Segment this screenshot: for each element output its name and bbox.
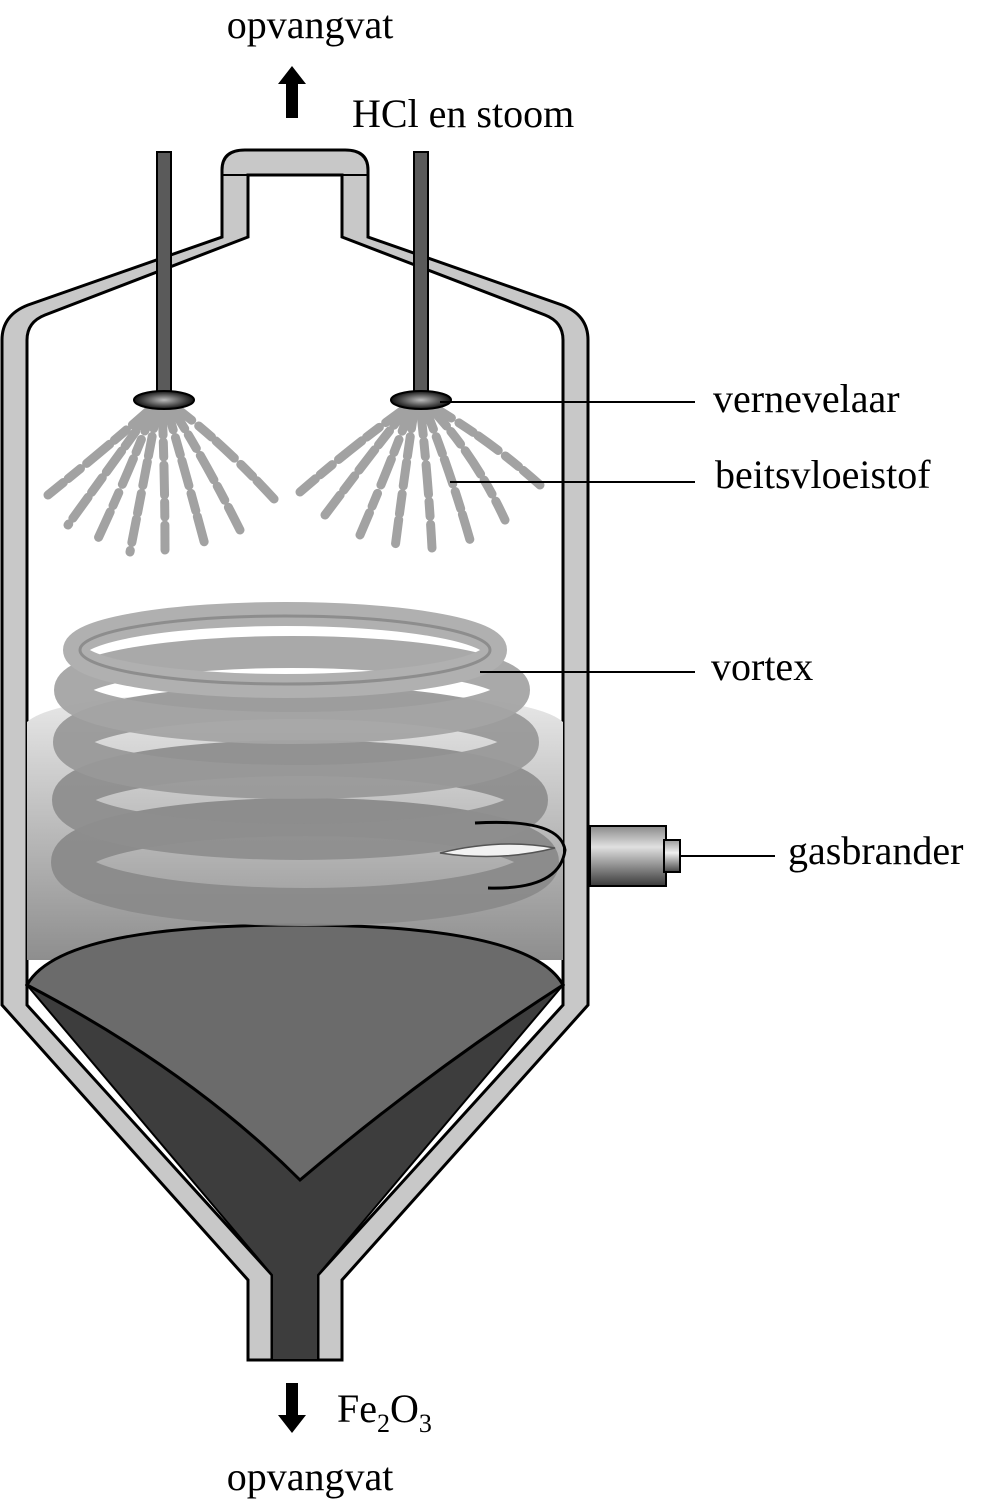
nozzle-right-icon [390,390,452,410]
spray-pipe-left [156,151,172,399]
arrow-up-icon [278,66,306,118]
label-top-outlet: opvangvat [227,2,394,47]
burner-flame [474,820,567,890]
label-vortex: vortex [711,644,813,689]
arrow-down-icon [278,1383,306,1433]
spray-right [295,400,545,553]
label-liquid: beitsvloeistof [715,452,931,497]
label-nozzle: vernevelaar [713,376,900,421]
label-top-product: HCl en stoom [352,91,574,136]
vortex-rings [51,602,559,926]
gas-burner-tip [663,839,681,873]
gas-burner [589,825,667,887]
leader-lines [440,401,775,857]
label-burner: gasbrander [788,828,963,873]
spray-pipe-right [413,151,429,399]
spray-left [43,400,280,557]
nozzle-left-icon [133,390,195,410]
powder-surface [24,923,565,1183]
label-bottom-product: Fe2O3 [337,1386,432,1438]
label-bottom-outlet: opvangvat [227,1454,394,1499]
